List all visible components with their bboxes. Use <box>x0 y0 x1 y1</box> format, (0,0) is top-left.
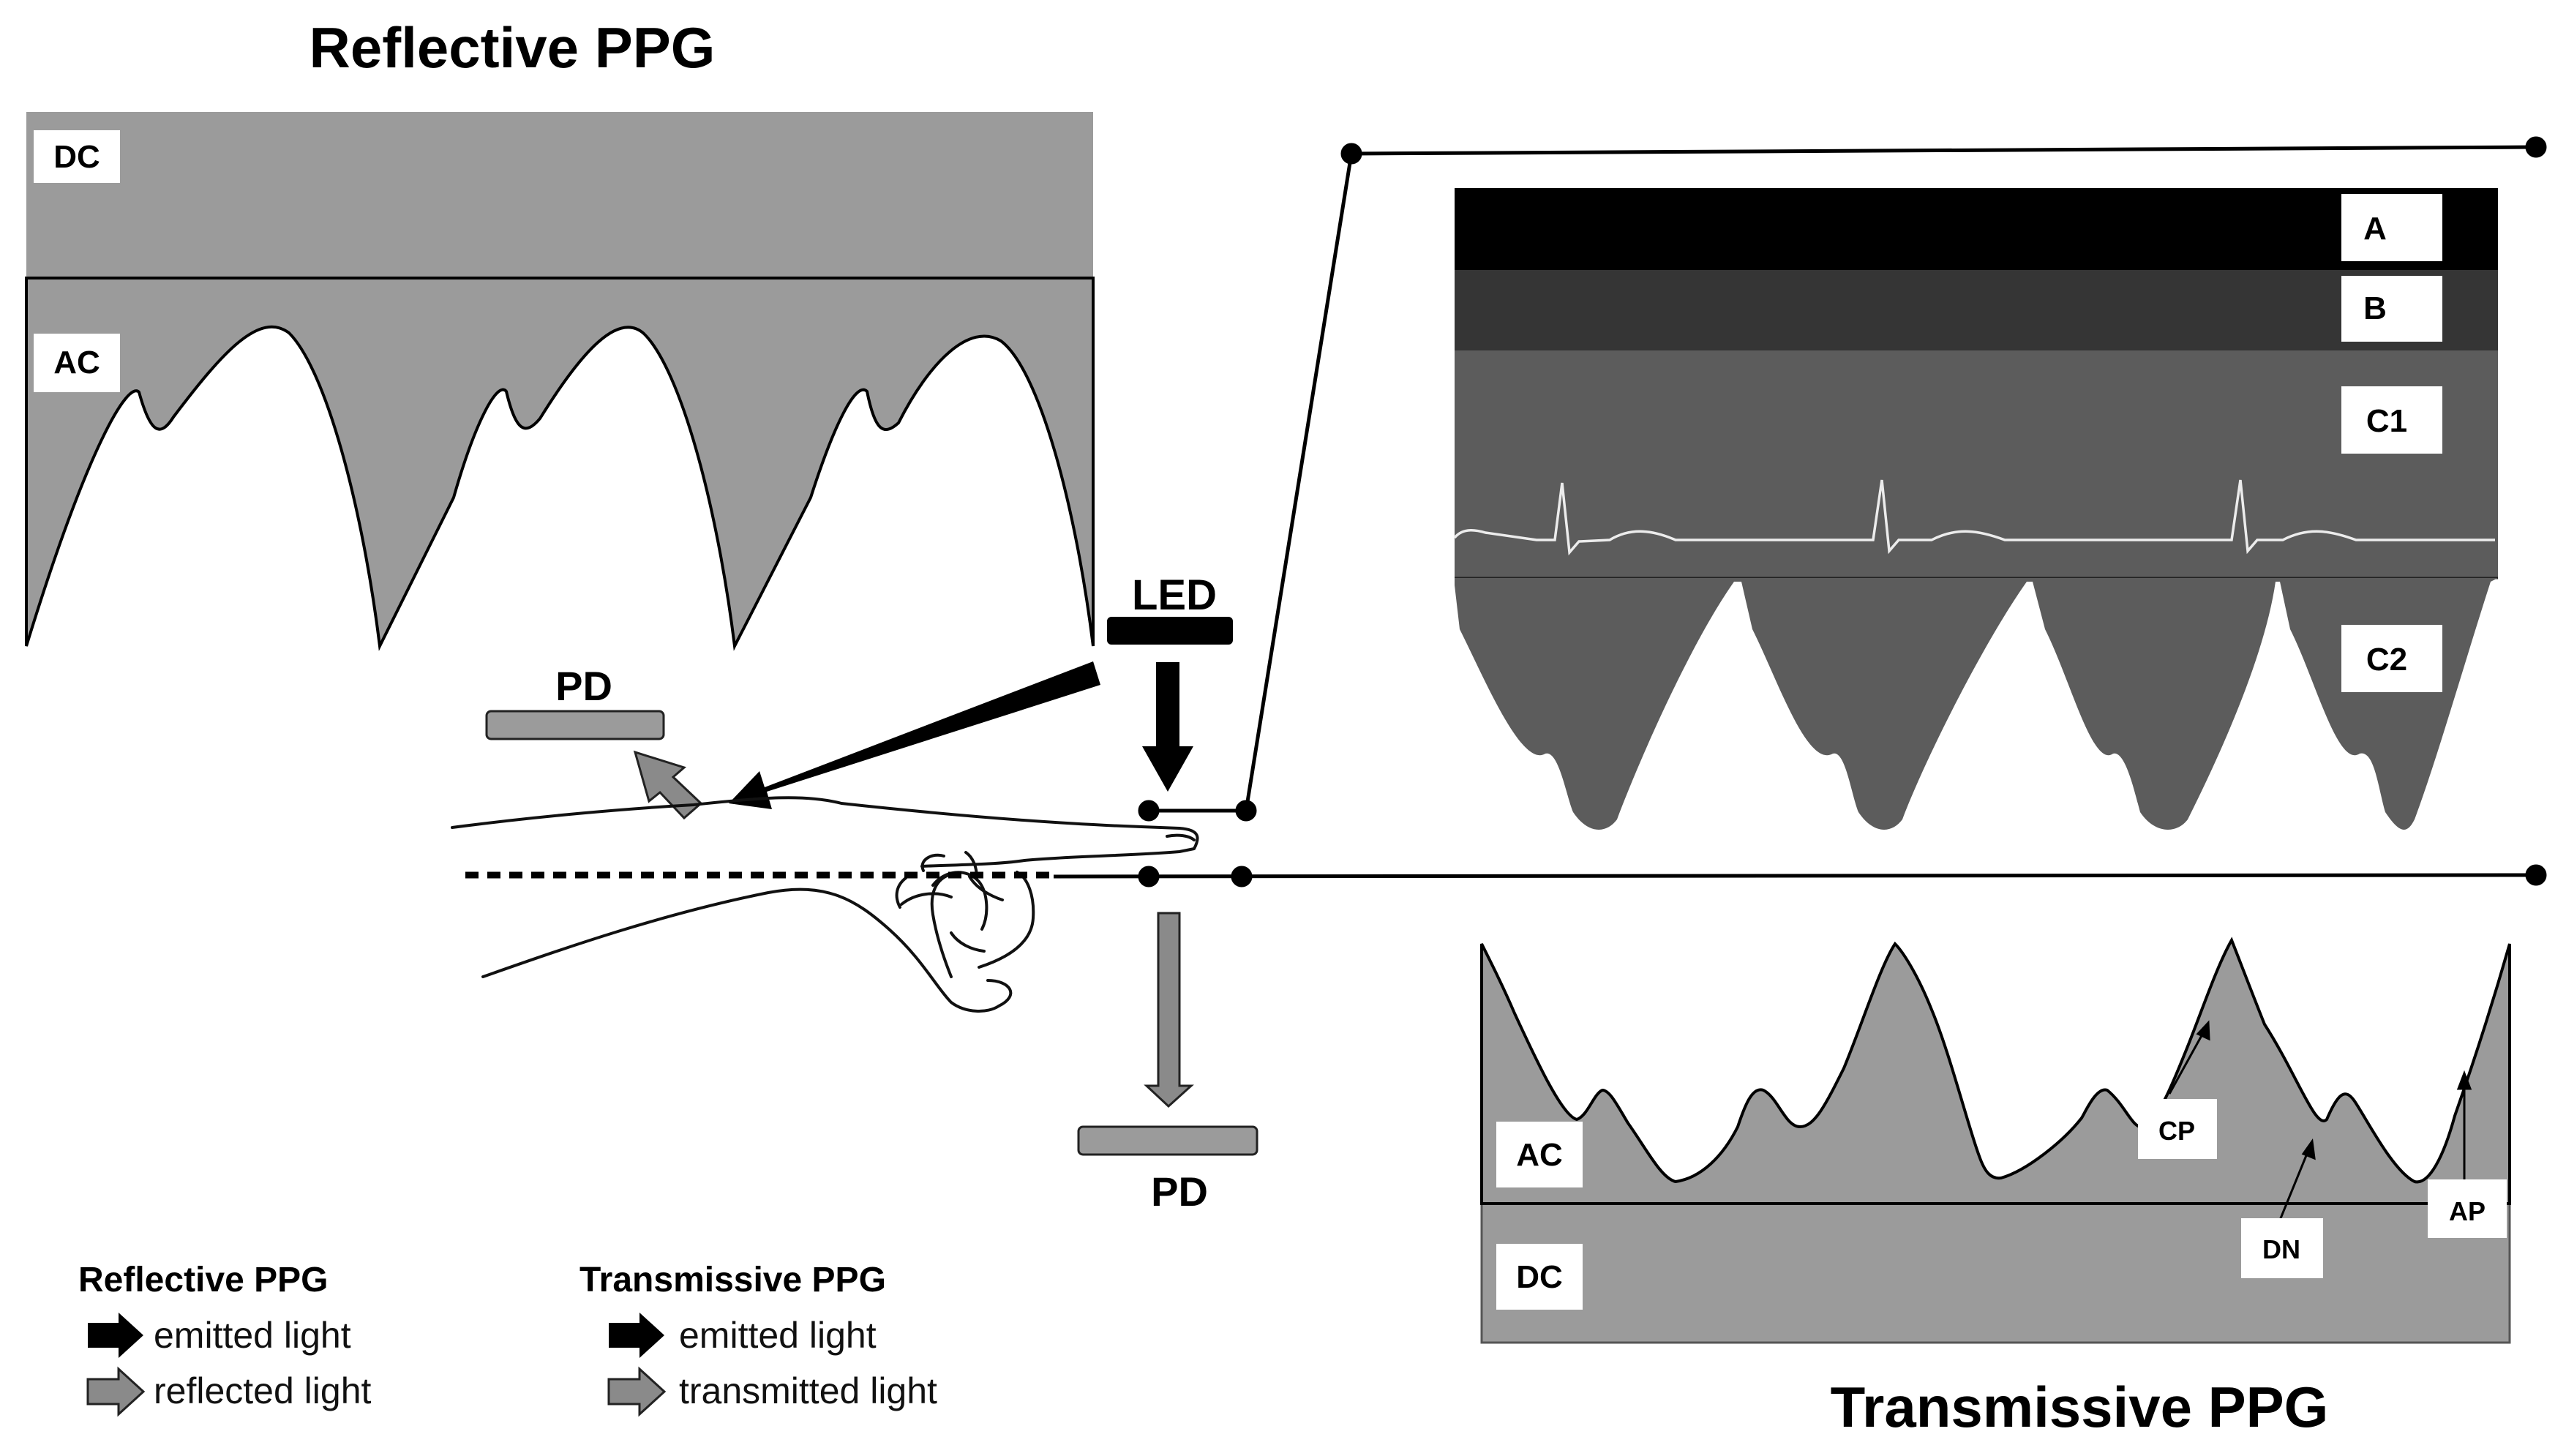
led-bar <box>1107 617 1233 645</box>
ap-label-box <box>2428 1179 2507 1238</box>
transmissive-ac-waveform <box>1480 937 2511 1205</box>
transmitted-light-arrow <box>1144 912 1194 1108</box>
legend-reflective-emitted-arrow <box>88 1313 143 1358</box>
dn-label-box <box>2241 1218 2323 1278</box>
reflective-ac-label-box <box>34 334 120 392</box>
legend-reflective-reflected-arrow <box>86 1366 146 1417</box>
emitted-light-arrow-diagonal <box>729 661 1100 809</box>
layer-b-label-box <box>2341 276 2442 342</box>
legend-transmissive-heading: Transmissive PPG <box>579 1261 886 1299</box>
tissue-layers-panel: A B C1 C2 <box>1453 188 2498 830</box>
cp-label: CP <box>2158 1116 2195 1146</box>
layer-c1-label-box <box>2341 386 2442 454</box>
pd-top-label: PD <box>555 663 612 709</box>
photodetector-transmissive: PD <box>1077 1125 1258 1215</box>
transmissive-dc-label-box <box>1496 1244 1583 1310</box>
legend-transmissive-emitted-arrow <box>609 1313 664 1358</box>
cp-label-box <box>2138 1099 2217 1159</box>
reflective-ac-waveform <box>25 277 1095 651</box>
layer-c2-label: C2 <box>2366 642 2407 678</box>
led-emitter: LED <box>1107 571 1233 645</box>
legend-reflective-item1: emitted light <box>154 1315 351 1356</box>
legend-transmissive-transmitted-arrow <box>607 1366 667 1417</box>
led-label: LED <box>1132 571 1217 619</box>
ecg-trace <box>1453 479 2495 556</box>
transmissive-dc-band <box>1480 1202 2511 1344</box>
reflected-light-arrow <box>633 750 703 820</box>
reflective-ac-label: AC <box>53 345 100 380</box>
layer-c2-label-box <box>2341 625 2442 692</box>
pd-bottom-bar <box>1077 1125 1258 1156</box>
transmissive-ac-label: AC <box>1516 1137 1563 1173</box>
reflective-ppg-panel: DC AC <box>25 112 1095 651</box>
feature-annotations <box>2168 1020 2472 1223</box>
transmissive-ac-label-box <box>1496 1122 1583 1187</box>
legend-reflective-heading: Reflective PPG <box>78 1261 328 1299</box>
legend-reflective-item2: reflected light <box>154 1370 371 1411</box>
dn-label: DN <box>2262 1234 2300 1264</box>
legend-transmissive-item2: transmitted light <box>679 1370 937 1411</box>
layer-c1 <box>1455 350 2498 578</box>
transmissive-ppg-panel: AC DC CP DN AP <box>1480 937 2511 1344</box>
hand-illustration <box>451 796 1199 1013</box>
layer-c1-label: C1 <box>2366 403 2407 439</box>
pd-top-bar <box>485 710 665 740</box>
legend: Reflective PPG emitted light reflected l… <box>78 1261 937 1417</box>
layer-a-label-box <box>2341 194 2442 261</box>
reflective-dc-label: DC <box>53 139 100 175</box>
emitted-light-arrow-down <box>1142 662 1193 792</box>
pd-bottom-label: PD <box>1151 1168 1208 1215</box>
layer-c2-waveform <box>1455 578 2498 830</box>
legend-transmissive-item1: emitted light <box>679 1315 877 1356</box>
zoom-connector <box>1053 136 2547 888</box>
title-transmissive: Transmissive PPG <box>1831 1375 2329 1439</box>
photodetector-reflective: PD <box>485 663 665 740</box>
layer-b-label: B <box>2363 290 2387 326</box>
layer-a-label: A <box>2363 211 2387 247</box>
ap-label: AP <box>2449 1196 2486 1226</box>
layer-b <box>1455 270 2498 350</box>
reflective-dc-label-box <box>34 130 120 183</box>
layer-a <box>1455 188 2498 270</box>
transmissive-dc-label: DC <box>1516 1259 1563 1295</box>
title-reflective: Reflective PPG <box>310 15 716 80</box>
reflective-dc-band <box>26 112 1093 279</box>
